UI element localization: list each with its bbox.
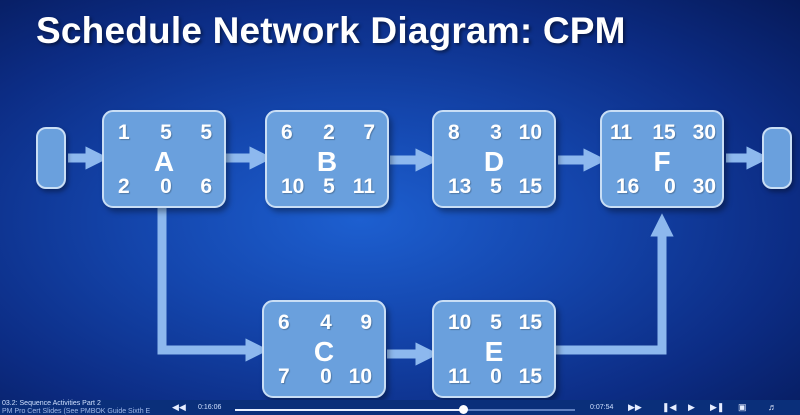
early-finish: 9	[360, 311, 372, 334]
network-arrows	[68, 146, 770, 366]
player-control-bar: 03.2: Sequence Activities Part 2 PM Pro …	[0, 400, 800, 415]
early-finish: 30	[692, 121, 716, 144]
rewind-icon[interactable]: ◀◀	[172, 402, 186, 412]
late-finish: 11	[352, 175, 375, 198]
duration: 2	[323, 121, 335, 144]
seek-progress	[235, 409, 463, 411]
total-float: 5	[490, 175, 502, 198]
activity-node-e: 10 5 15 E 11 0 15	[432, 300, 556, 398]
late-start: 7	[278, 365, 290, 388]
activity-node-b: 6 2 7 B 10 5 11	[265, 110, 389, 208]
volume-icon[interactable]: ♬	[768, 402, 777, 412]
activity-node-d: 8 3 10 D 13 5 15	[432, 110, 556, 208]
arrow-a-c	[157, 208, 269, 362]
fast-forward-icon[interactable]: ▶▶	[628, 402, 642, 412]
early-start: 6	[278, 311, 290, 334]
start-node	[36, 127, 66, 189]
total-float: 5	[323, 175, 335, 198]
captions-icon[interactable]: ▣	[738, 402, 747, 412]
activity-name: F	[653, 146, 671, 177]
early-start: 10	[448, 311, 472, 334]
activity-node-a: 1 5 5 A 2 0 6	[102, 110, 226, 208]
late-finish: 10	[348, 365, 372, 388]
total-float: 0	[664, 175, 676, 198]
late-finish: 6	[200, 175, 212, 198]
activity-name: C	[313, 336, 335, 367]
total-float: 0	[320, 365, 332, 388]
total-float: 0	[160, 175, 172, 198]
end-node	[762, 127, 792, 189]
duration: 5	[160, 121, 172, 144]
late-finish: 15	[518, 365, 542, 388]
skip-back-icon[interactable]: ❚◀	[662, 402, 677, 412]
duration: 15	[652, 121, 676, 144]
slide: Schedule Network Diagram: CPM 1 5 5 A 2 …	[0, 0, 800, 400]
duration: 3	[490, 121, 502, 144]
activity-name: D	[483, 146, 505, 177]
next-icon[interactable]: ▶❚	[710, 402, 725, 412]
slide-title: Schedule Network Diagram: CPM	[36, 10, 626, 51]
early-finish: 5	[200, 121, 212, 144]
activity-name: E	[484, 336, 504, 367]
duration: 4	[320, 311, 332, 334]
late-start: 10	[281, 175, 305, 198]
duration: 5	[490, 311, 502, 334]
late-start: 11	[448, 365, 471, 388]
early-start: 11	[610, 121, 633, 144]
early-start: 6	[281, 121, 293, 144]
arrow-e-f	[556, 213, 674, 355]
late-finish: 30	[692, 175, 716, 198]
activity-name: B	[316, 146, 338, 177]
late-start: 16	[616, 175, 640, 198]
lesson-title: 03.2: Sequence Activities Part 2	[2, 400, 101, 407]
late-start: 2	[118, 175, 130, 198]
remaining-time: 0:07:54	[590, 404, 614, 411]
total-float: 0	[490, 365, 502, 388]
early-finish: 10	[518, 121, 542, 144]
late-start: 13	[448, 175, 472, 198]
course-title: PM Pro Cert Slides (See PMBOK Guide Sixt…	[2, 408, 151, 415]
early-start: 8	[448, 121, 460, 144]
seek-thumb[interactable]	[458, 405, 468, 414]
late-finish: 15	[518, 175, 542, 198]
play-icon[interactable]: ▶	[688, 402, 695, 412]
early-start: 1	[118, 121, 130, 144]
activity-node-c: 6 4 9 C 7 0 10	[262, 300, 386, 398]
activity-name: A	[153, 146, 175, 177]
seek-bar[interactable]	[235, 405, 575, 414]
early-finish: 15	[518, 311, 542, 334]
early-finish: 7	[363, 121, 375, 144]
elapsed-time: 0:16:06	[198, 404, 222, 411]
activity-node-f: 11 15 30 F 16 0 30	[600, 110, 724, 208]
